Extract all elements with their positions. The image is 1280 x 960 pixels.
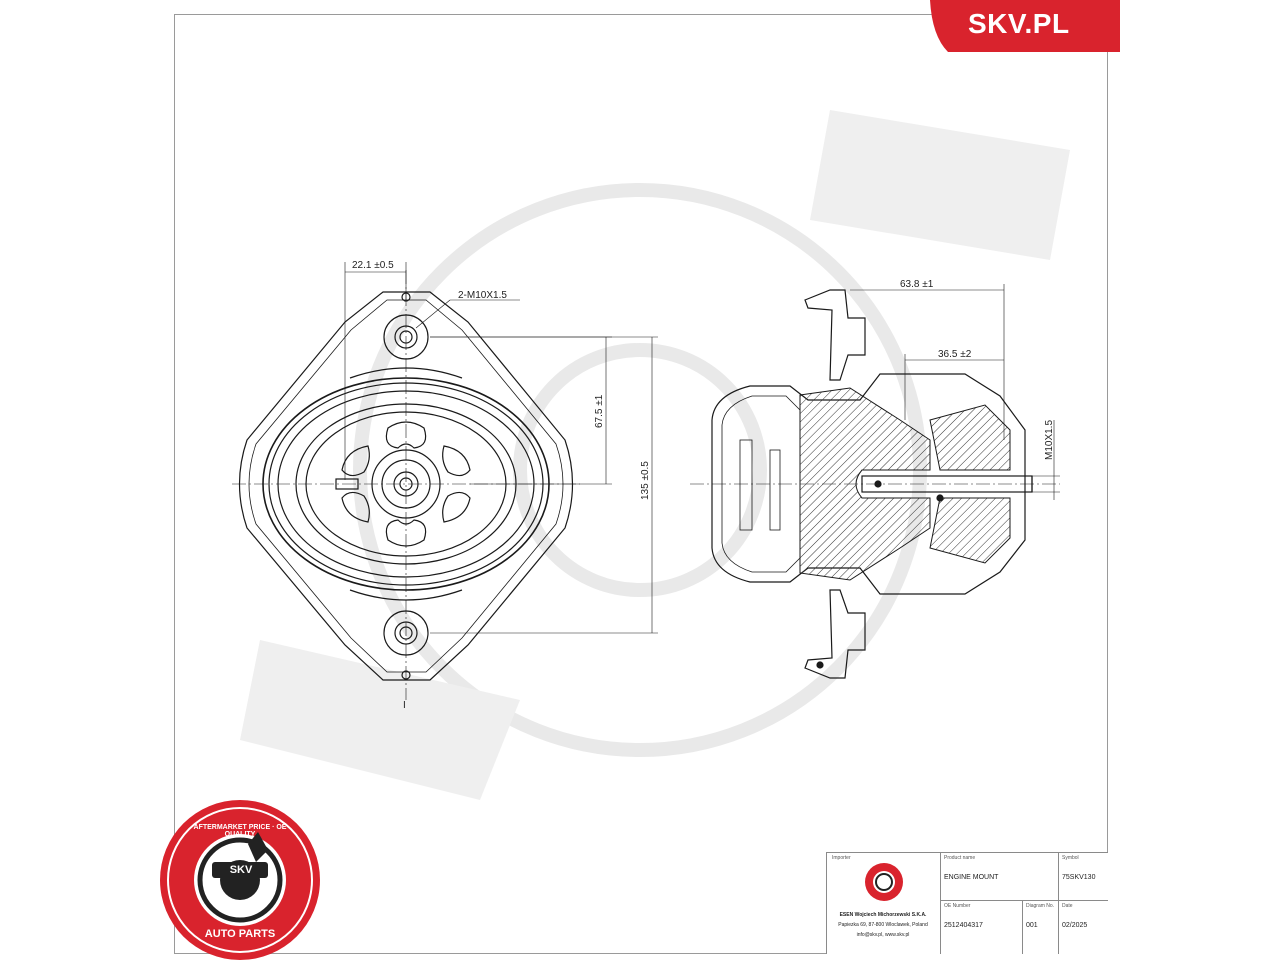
oe-label: OE Number <box>944 903 971 909</box>
oe-number: 2512404317 <box>944 922 983 929</box>
company-contact: info@skv.pl, www.skv.pl <box>856 932 910 938</box>
symbol-label: Symbol <box>1062 855 1079 861</box>
product-name: ENGINE MOUNT <box>944 874 999 881</box>
watermark-letters <box>240 110 1070 800</box>
seal-ring-text: AFTERMARKET PRICE · OE QUALITY <box>193 824 287 838</box>
seal-center-text: SKV <box>229 864 253 876</box>
section-mark: I <box>403 700 406 711</box>
mount-bracket <box>804 289 866 381</box>
skv-seal-logo <box>160 800 320 960</box>
importer-label: Importer <box>832 855 851 861</box>
dim-offset: 22.1 ±0.5 <box>352 260 394 271</box>
diagram-label: Diagram No. <box>1026 903 1055 909</box>
front-view <box>232 262 658 700</box>
company-address: Papiezka 69, 87-800 Wloclawek, Poland <box>838 922 928 928</box>
symbol-value: 75SKV130 <box>1062 874 1096 881</box>
product-label: Product name <box>944 855 976 861</box>
thread-callout: 2-M10X1.5 <box>458 290 507 301</box>
brand-tag <box>930 0 1120 52</box>
drawing-frame <box>174 14 1108 954</box>
side-view <box>690 284 1060 679</box>
dim-inner-spacing: 67.5 ±1 <box>594 394 605 428</box>
date-label: Date <box>1062 903 1073 909</box>
mount-flange-outline <box>238 291 574 681</box>
diagram-number: 001 <box>1026 922 1038 929</box>
dim-overall-height: 63.8 ±1 <box>900 279 934 290</box>
seal-bottom-text: AUTO PARTS <box>204 928 276 940</box>
importer-logo <box>865 863 903 901</box>
brand-tag-label: SKV.PL <box>968 8 1070 39</box>
stud-thread: M10X1.5 <box>1044 420 1055 460</box>
title-block: Importer Product name Symbol ENGINE MOUN… <box>826 852 1108 954</box>
dim-outer-spacing: 135 ±0.5 <box>640 461 651 500</box>
company-name: ESEN Wojciech Michorzewski S.K.A. <box>839 912 927 918</box>
dim-stud-length: 36.5 ±2 <box>938 349 972 360</box>
date-value: 02/2025 <box>1062 922 1088 929</box>
